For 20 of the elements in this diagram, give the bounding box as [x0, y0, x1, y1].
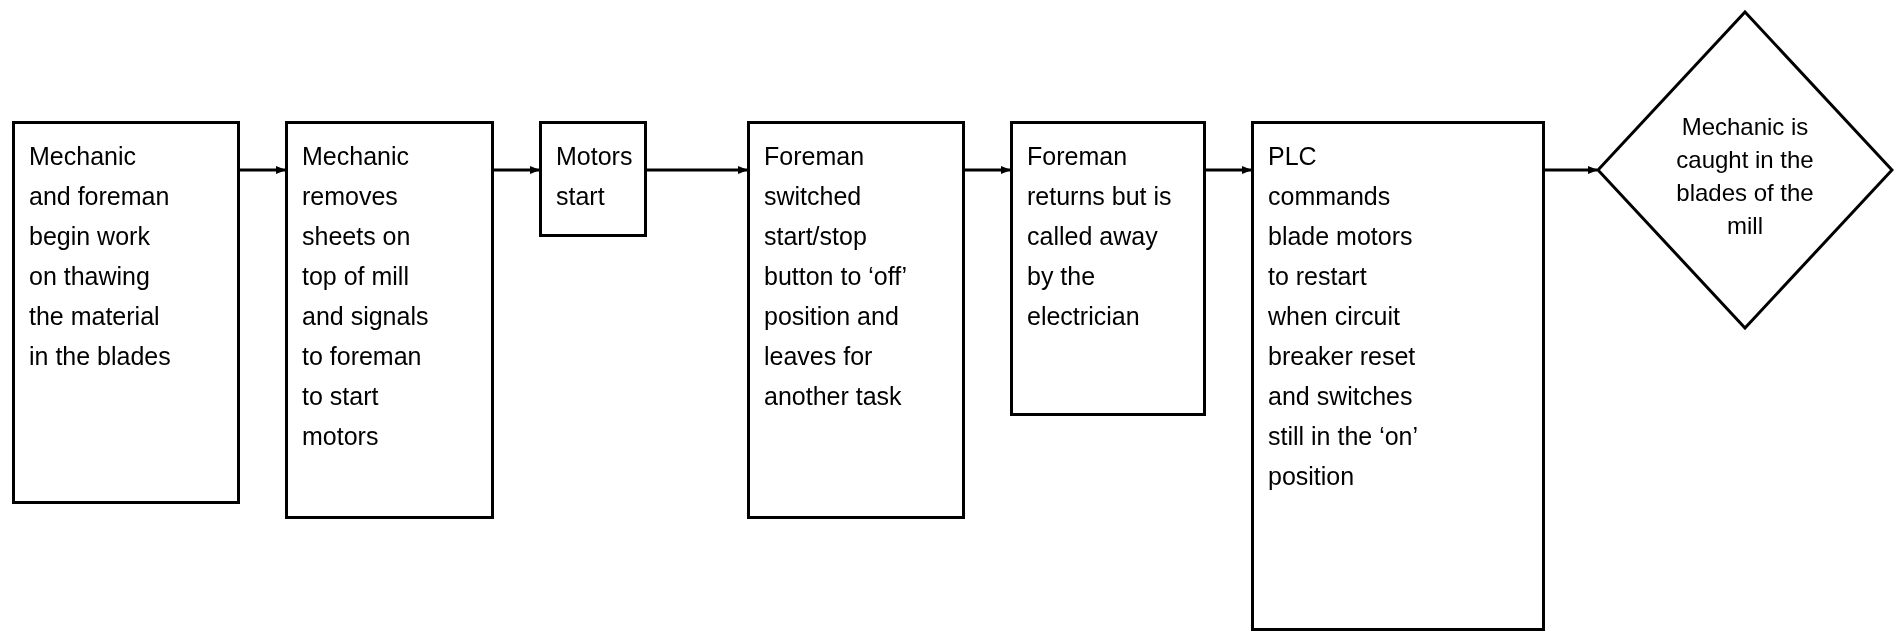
process-box	[12, 121, 240, 504]
arrow	[965, 166, 1011, 174]
arrow	[647, 166, 748, 174]
decision-diamond	[1596, 10, 1894, 330]
arrow	[1545, 166, 1598, 174]
step-text: Foreman returns but is called away by the electrician	[1027, 141, 1173, 332]
arrow	[240, 166, 286, 174]
process-box	[539, 121, 647, 237]
process-box	[747, 121, 965, 519]
step-text: Foreman switched start/stop button to ‘off’ position and leaves for another task	[764, 141, 908, 412]
step-text: Mechanic and foreman begin work on thawing the material in the blades	[29, 141, 172, 372]
arrow	[494, 166, 540, 174]
process-box	[1010, 121, 1206, 416]
arrow	[1206, 166, 1252, 174]
process-box	[285, 121, 494, 519]
step-text: Mechanic removes sheets on top of mill and signals to foreman to start motors	[302, 141, 430, 452]
step-text: Motors start	[556, 141, 634, 212]
step-text: PLC commands blade motors to restart when circuit breaker reset and switches still in the ‘on’ position	[1268, 141, 1419, 492]
process-box	[1251, 121, 1545, 631]
step-text: Mechanic is caught in the blades of the mill	[1675, 112, 1815, 241]
